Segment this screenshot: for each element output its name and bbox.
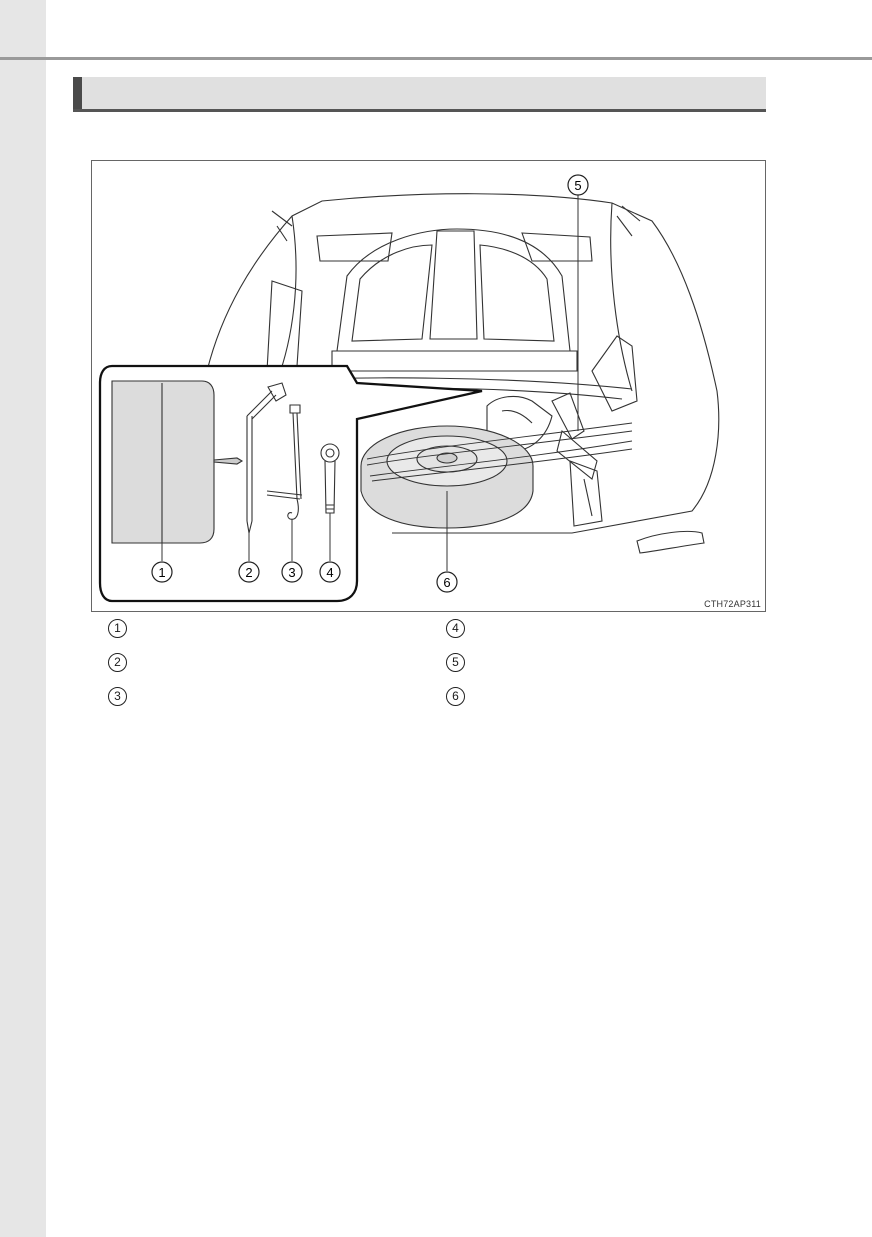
- callout-leaders: [161, 194, 579, 571]
- callout-5: 5: [567, 174, 589, 196]
- callout-1: 1: [151, 561, 173, 583]
- svg-text:2: 2: [245, 565, 252, 580]
- legend-number: 1: [108, 619, 127, 638]
- header-rule: [0, 57, 872, 60]
- svg-text:5: 5: [574, 178, 581, 193]
- heading-accent: [73, 77, 82, 109]
- svg-text:3: 3: [288, 565, 295, 580]
- legend-number: 2: [108, 653, 127, 672]
- svg-text:4: 4: [326, 565, 333, 580]
- strap-lines: [366, 422, 633, 482]
- section-heading-bar: [73, 77, 766, 112]
- callout-6: 6: [436, 571, 458, 593]
- svg-text:1: 1: [158, 565, 165, 580]
- callout-2: 2: [238, 561, 260, 583]
- legend-number: 5: [446, 653, 465, 672]
- figure-code: CTH72AP311: [704, 599, 761, 609]
- heading-underline: [73, 109, 766, 112]
- legend-number: 3: [108, 687, 127, 706]
- vehicle-outline: [206, 193, 720, 554]
- page-side-margin: [0, 0, 46, 1237]
- svg-text:6: 6: [443, 575, 450, 590]
- callout-markers: 1 2 3 4 5 6: [151, 174, 589, 593]
- tool-bag-graphic: [111, 380, 244, 544]
- callout-4: 4: [319, 561, 341, 583]
- legend-number: 6: [446, 687, 465, 706]
- luggage-area-illustration: 1 2 3 4 5 6 CTH72AP311: [91, 160, 766, 612]
- jack-handle-graphic: [266, 404, 303, 520]
- callout-3: 3: [281, 561, 303, 583]
- luggage-area-drawing: 1 2 3 4 5 6: [98, 174, 720, 603]
- legend-number: 4: [446, 619, 465, 638]
